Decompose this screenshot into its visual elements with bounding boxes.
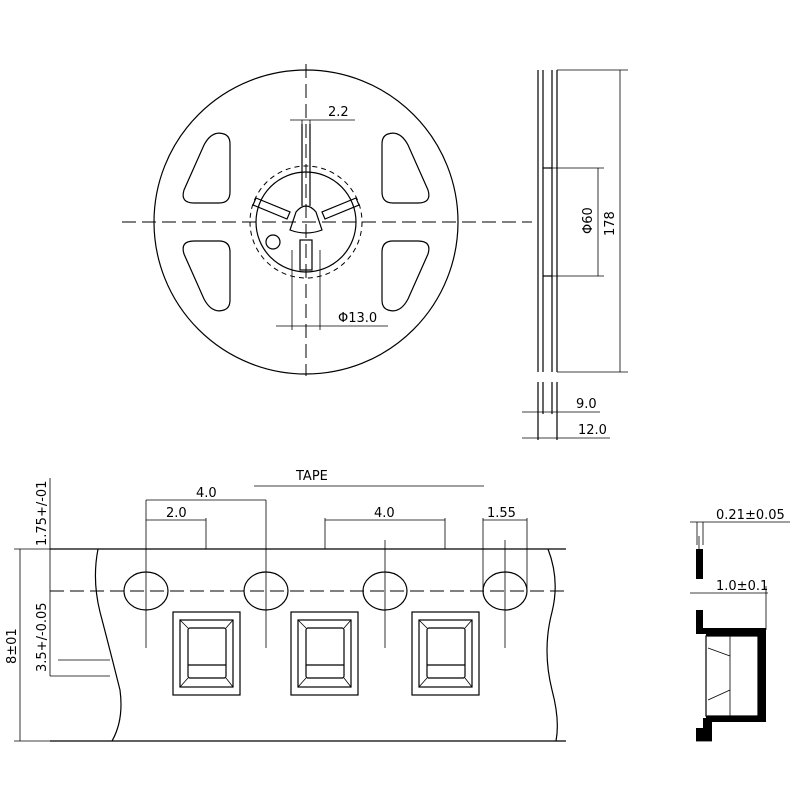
pocket-cavity xyxy=(187,627,227,679)
section-hatch xyxy=(707,647,731,657)
reel-side-view: 178 Φ60 9.0 12.0 xyxy=(522,69,628,440)
tape-direction-label: TAPE xyxy=(295,469,328,484)
tape-cross-section: 0.21±0.05 1.0±0.1 xyxy=(690,508,790,742)
dim-pocket-offset: 3.5+/-0.05 xyxy=(35,602,50,672)
tape-pocket xyxy=(290,611,359,696)
pocket-outer xyxy=(290,611,359,696)
pocket-corner xyxy=(179,677,189,688)
pocket-cavity xyxy=(305,627,345,679)
reel-hub-lower-slot xyxy=(299,239,313,271)
tape-break-right xyxy=(546,548,558,742)
dim-pocket-pitch: 4.0 xyxy=(374,506,395,521)
section-pocket-wall xyxy=(696,628,766,741)
reel-hub-slot xyxy=(301,124,311,206)
pocket-inner xyxy=(418,619,473,688)
pocket-corner xyxy=(464,619,473,629)
pocket-corner xyxy=(297,677,307,688)
pocket-corner xyxy=(179,619,189,629)
dim-side-hub-diameter: Φ60 xyxy=(581,207,596,234)
section-tape-strip-mid xyxy=(696,610,703,628)
dim-tape-width: 8±01 xyxy=(5,628,20,664)
reel-arbor-hole xyxy=(289,205,323,234)
dim-hub-diameter: Φ13.0 xyxy=(338,311,377,326)
carrier-tape-view: TAPE 4.0 2.0 4.0 1.55 xyxy=(5,469,570,742)
reel-window-lower-left xyxy=(182,240,231,312)
dim-pocket-depth: 1.0±0.1 xyxy=(716,579,768,594)
section-hatch xyxy=(707,689,731,701)
reel-spoke-left xyxy=(252,197,291,220)
dim-sprocket-pitch: 4.0 xyxy=(196,486,217,501)
tape-pocket xyxy=(172,611,241,696)
dim-tape-thickness: 0.21±0.05 xyxy=(716,508,785,523)
reel-window-upper-left xyxy=(182,132,231,204)
section-pocket-cavity xyxy=(705,635,759,717)
dim-hole-diameter: 1.55 xyxy=(487,506,516,521)
pocket-corner xyxy=(418,677,428,688)
pocket-outer xyxy=(172,611,241,696)
pocket-cavity xyxy=(426,627,466,679)
reel-spoke-right xyxy=(321,197,360,220)
tape-break-left xyxy=(94,548,122,742)
reel-hub-hole xyxy=(265,234,281,250)
pocket-corner xyxy=(464,677,473,688)
pocket-corner xyxy=(225,677,234,688)
dim-hole-to-pocket: 2.0 xyxy=(166,506,187,521)
dim-hole-edge: 1.75+/-01 xyxy=(35,481,50,546)
tape-pocket xyxy=(411,611,480,696)
pocket-corner xyxy=(343,677,352,688)
reel-window-lower-right xyxy=(381,240,430,312)
pocket-outer xyxy=(411,611,480,696)
pocket-corner xyxy=(225,619,234,629)
section-tape-strip-upper xyxy=(696,549,703,579)
reel-front-view: 2.2 Φ13.0 xyxy=(122,64,532,376)
reel-hub-outline xyxy=(249,165,363,279)
reel-hub-ring xyxy=(255,171,357,273)
pocket-inner xyxy=(179,619,234,688)
dim-outer-width: 12.0 xyxy=(578,423,607,438)
pocket-corner xyxy=(418,619,428,629)
reel-window-upper-right xyxy=(381,132,430,204)
pocket-corner xyxy=(297,619,307,629)
pocket-inner xyxy=(297,619,352,688)
dim-reel-diameter: 178 xyxy=(603,211,618,236)
dim-inner-width: 9.0 xyxy=(576,397,597,412)
dim-hub-slot-width: 2.2 xyxy=(328,105,349,120)
pocket-corner xyxy=(343,619,352,629)
